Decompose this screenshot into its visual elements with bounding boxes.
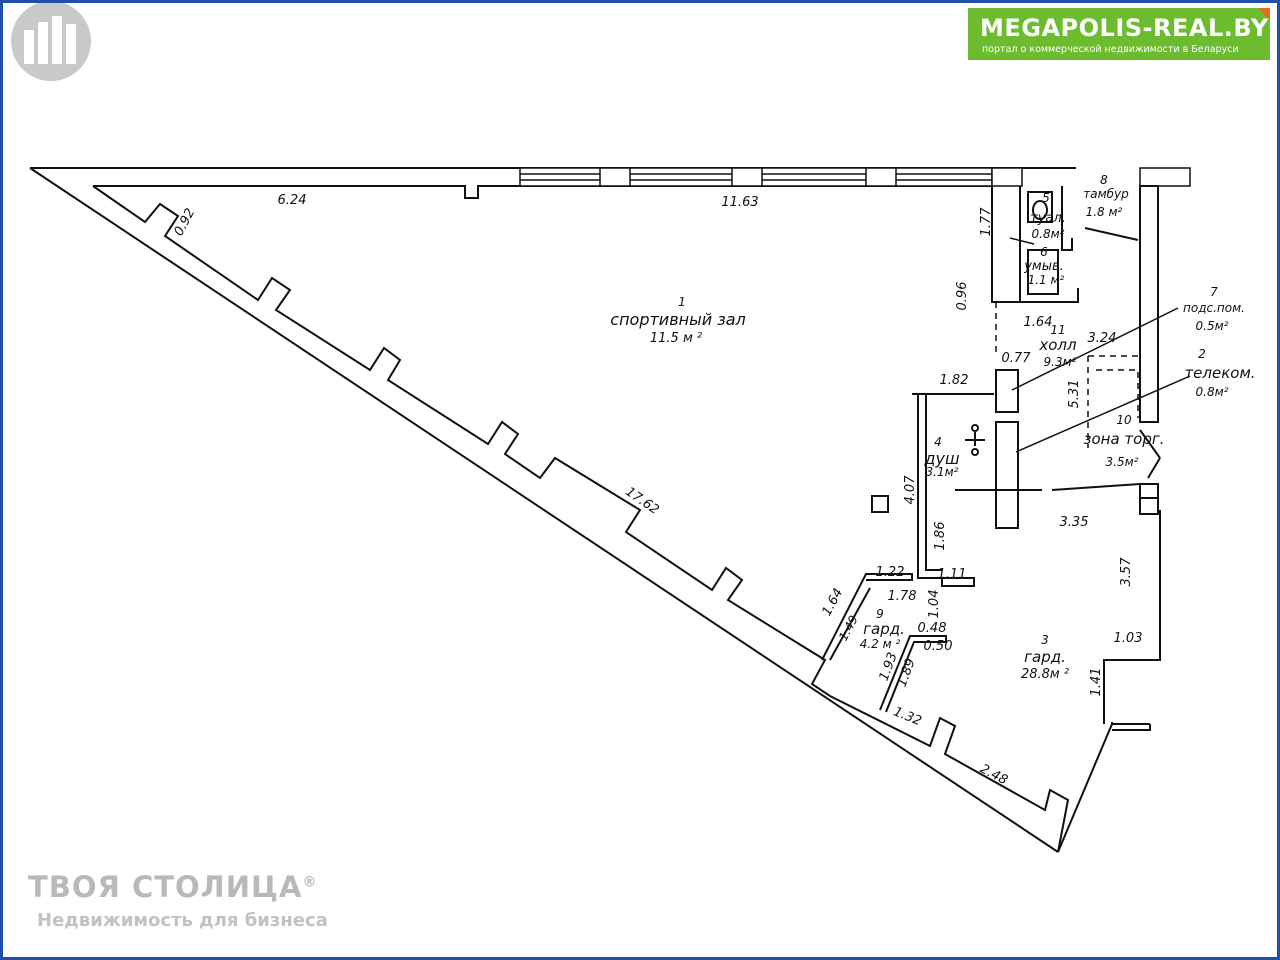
dim-label: 6.24	[278, 193, 307, 208]
room-6-area: 1.1 м²	[1028, 273, 1065, 287]
shower-walls	[917, 394, 942, 579]
room-10-area: 3.5м²	[1106, 455, 1139, 469]
dim-label: 1.77	[979, 207, 994, 237]
dim-label: 1.04	[927, 590, 942, 619]
room-10-num: 10	[1116, 413, 1132, 427]
room-2-name: телеком.	[1184, 364, 1255, 382]
room-9-num: 9	[876, 607, 884, 621]
room-9-name: гард.	[863, 620, 905, 638]
room-4-name: душ	[923, 449, 960, 468]
top-wall-inner	[93, 185, 992, 199]
room-7-area: 0.5м²	[1196, 319, 1229, 333]
wc-block-wall	[991, 186, 1021, 303]
room-8-name: тамбур	[1083, 187, 1129, 201]
toilet	[1027, 191, 1053, 223]
room-9-area: 4.2 м ²	[860, 637, 901, 651]
dim-label: 0.96	[955, 282, 970, 311]
dim-label: 0.50	[924, 639, 953, 654]
room-8-area: 1.8 м²	[1086, 205, 1123, 219]
outer-walls	[29, 167, 1161, 853]
room-3-name: гард.	[1024, 648, 1066, 666]
dim-label: 3.57	[1119, 557, 1134, 587]
site-name: MEGAPOLIS-REAL.BY	[980, 14, 1269, 42]
dim-label: 1.41	[1089, 668, 1104, 697]
room-8-num: 8	[1100, 173, 1108, 187]
dim-label: 11.63	[721, 195, 758, 210]
dim-label: 1.49	[836, 613, 861, 643]
dim-label: 0.48	[918, 621, 947, 636]
room-11-name: холл	[1038, 336, 1077, 354]
room-6-name: умыв.	[1023, 259, 1064, 274]
site-tagline: портал о коммерческой недвижимости в Бел…	[982, 44, 1239, 55]
room-1-area: 11.5 м ²	[650, 331, 702, 346]
dim-label: 1.22	[876, 565, 905, 580]
diagonal-wall-inner	[92, 185, 1070, 853]
leader-lines	[1009, 237, 1191, 453]
dim-label: 1.78	[888, 589, 917, 604]
room-11-num: 11	[1050, 323, 1065, 337]
dim-label: 1.11	[938, 567, 967, 582]
site-badge: MEGAPOLIS-REAL.BY портал о коммерческой …	[968, 8, 1270, 60]
dim-label: 0.77	[1002, 351, 1032, 366]
watermark-name: ТВОЯ СТОЛИЦА®	[28, 870, 317, 904]
windows	[519, 167, 1191, 187]
room-10-name: зона торг.	[1083, 430, 1164, 448]
room-2-area: 0.8м²	[1196, 385, 1229, 399]
dim-label: 1.82	[940, 373, 969, 388]
diagonal-wall-outer	[29, 167, 1059, 853]
lower-right-wall	[1057, 722, 1113, 853]
dim-label: 4.07	[903, 475, 918, 505]
room-7-num: 7	[1210, 285, 1218, 299]
room-4-num: 4	[934, 435, 942, 449]
room-11-area: 9.3м²	[1044, 355, 1077, 369]
watermark-logo-icon	[11, 1, 91, 81]
dashed-partitions	[995, 302, 1140, 448]
partition-walls	[821, 185, 1161, 713]
room-labels: 1 спортивный зал 11.5 м ² 2 телеком. 0.8…	[610, 173, 1255, 682]
dim-label: 1.64	[819, 586, 846, 619]
dim-label: 1.64	[1024, 315, 1053, 330]
room-4-area: 3.1м²	[926, 465, 959, 479]
pillar	[1139, 185, 1159, 423]
dim-label: 17.62	[622, 484, 661, 518]
room-1-num: 1	[678, 295, 686, 309]
watermark-tagline: Недвижимость для бизнеса	[37, 910, 328, 931]
right-wall	[1103, 510, 1161, 731]
room-7-name: подс.пом.	[1183, 301, 1245, 315]
badge-corner	[1258, 8, 1270, 20]
dim-label: 3.35	[1060, 515, 1089, 530]
watermark-registered-mark: ®	[302, 874, 318, 891]
room-6-num: 6	[1040, 245, 1048, 259]
dim-label: 3.24	[1088, 331, 1117, 346]
room-1-name: спортивный зал	[610, 310, 745, 329]
dim-label: 0.92	[171, 206, 198, 239]
room-3-area: 28.8м ²	[1021, 667, 1069, 682]
dim-label: 1.32	[891, 704, 923, 729]
room-5-name: туал.	[1030, 211, 1066, 226]
dim-label: 1.86	[933, 522, 948, 551]
room-3-num: 3	[1041, 633, 1049, 647]
room-5-num: 5	[1042, 191, 1050, 205]
dim-label: 2.48	[977, 761, 1010, 788]
dim-label: 1.03	[1114, 631, 1143, 646]
room-2-num: 2	[1198, 347, 1206, 361]
watermark-name-text: ТВОЯ СТОЛИЦА	[28, 870, 303, 904]
room-5-area: 0.8м²	[1032, 227, 1065, 241]
dim-label: 5.31	[1067, 380, 1082, 409]
